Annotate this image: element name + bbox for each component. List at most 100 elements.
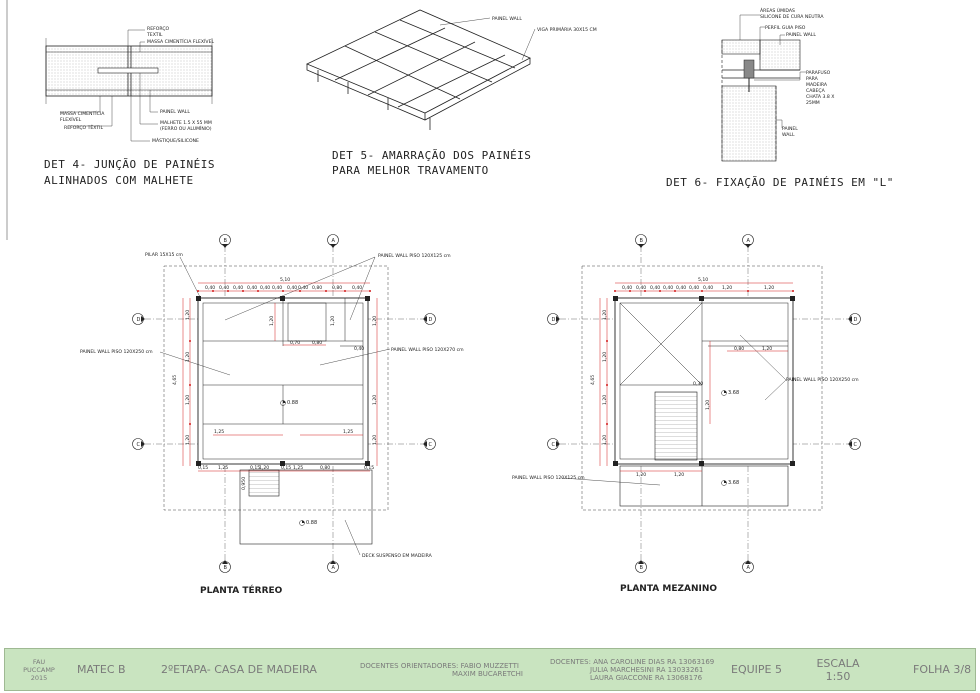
terreo-dim-left-0: 1,20 [185,310,191,320]
terreo-dim-bot-5: 1,25 [293,465,303,471]
title-block-students: DOCENTES: ANA CAROLINE DIAS RA 13063169 … [550,649,730,690]
detail-6: ÁREAS ÚMIDAS SILICONE DE CURA NEUTRA PER… [721,7,834,162]
mez-dim-left-3: 1,20 [602,435,608,445]
mez-dim-top-3: 0,40 [663,285,673,291]
det6-label-parafuso: PARAFUSO [806,70,831,76]
det6-label-wall2: WALL [782,132,795,138]
terreo-dim-mid-left: 1,25 [214,429,224,435]
terreo-dim-bot-2: 0,15 [250,465,260,471]
terreo-level-2: 0.88 [299,520,317,526]
svg-text:C: C [137,442,141,448]
det4-label-massa-bottom: MASSA CIMENTÍCIA [60,110,105,117]
det6-label-25mm: 25MM [806,100,820,106]
axis-marker-left-bottom: C [132,438,145,450]
terreo-dim-bot-4: 0,15 [281,465,291,471]
mez-dim-left-0: 1,20 [602,310,608,320]
terreo-note-painel-270: PAINEL WALL PISO 120X270 cm [391,347,464,353]
mez-dim-top-7: 1,20 [722,285,732,291]
svg-text:A: A [332,565,336,571]
svg-text:A: A [747,565,751,571]
terreo-dim-top-3: 0,40 [247,285,257,291]
mez-dim-top-2: 0,40 [650,285,660,291]
terreo-note-deck: DECK SUSPENSO EM MADEIRA [362,553,433,559]
detail-4: REFORÇO TEXTIL MASSA CIMENTÍCIA FLEXÍVEL… [44,26,215,187]
plan-terreo: B A D C C A B [80,234,464,596]
terreo-dim-bot-1: 1,25 [218,465,228,471]
school-year: 2015 [30,673,48,682]
svg-text:C: C [854,442,858,448]
sheet-number: FOLHA 3/8 [913,663,972,676]
svg-text:D: D [137,317,141,323]
det5-label-viga: VIGA PRIMÁRIA 30X15 CM [537,26,597,33]
svg-text:B: B [640,565,644,571]
terreo-dim-right-2: 1,20 [372,435,378,445]
terreo-dim-right-0: 1,20 [372,316,378,326]
mez-dim-bottom-a: 1,20 [636,472,646,478]
det6-label-cabeca: CABEÇA [806,88,826,94]
terreo-dim-top-0: 0,40 [205,285,215,291]
svg-text:D: D [552,317,556,323]
mezanino-title: PLANTA MEZANINO [620,584,717,594]
det6-label-chata: CHATA 3.8 X [806,94,834,100]
student-2: JULIA MARCHESINI RA 13033261 [590,665,704,674]
svg-text:B: B [640,238,644,244]
terreo-dim-top-9: 0,80 [332,285,342,291]
det4-label-massa-top: MASSA CIMENTÍCIA FLEXÍVEL [147,38,214,45]
course-name: MATEC B [77,663,126,676]
terreo-dim-bot-7: 0,15 [364,465,374,471]
terreo-dim-left-2: 1,20 [185,395,191,405]
terreo-dim-overall: 5,10 [280,277,290,283]
mez-axis-bottom-left: B [635,560,647,573]
det6-label-painel2: PAINEL [782,126,798,132]
advisors-label: DOCENTES ORIENTADORES: [360,661,459,670]
terreo-dim-top-5: 0,40 [272,285,282,291]
det6-label-silicone: SILICONE DE CURA NEUTRA [760,14,824,20]
title-block-scale: ESCALA 1:50 [811,649,865,690]
det6-label-para: PARA [806,76,819,82]
mez-level-1: 3.68 [721,390,739,396]
terreo-dim-mid-right: 1,25 [343,429,353,435]
mez-dim-inner-b: 1,20 [762,346,772,352]
terreo-dim-vert-b: 1,20 [330,316,336,326]
school-campus: PUCCAMP [23,665,55,674]
terreo-dim-top-2: 0,40 [233,285,243,291]
team-name: EQUIPE 5 [731,663,782,676]
terreo-note-painel-250: PAINEL WALL PISO 120X250 cm [80,349,153,355]
mez-axis-left-top: D [547,313,560,325]
terreo-dim-left-total: 4,65 [172,375,178,385]
title-block: FAU PUCCAMP 2015 MATEC B 2ºETAPA- CASA D… [4,648,976,691]
svg-text:3.68: 3.68 [728,480,739,486]
mez-axis-top-right: A [742,234,754,248]
det5-label-painel: PAINEL WALL [492,16,522,22]
title-block-team-cell: EQUIPE 5 [731,649,801,690]
project-stage: 2ºETAPA- CASA DE MADEIRA [161,663,317,676]
terreo-title: PLANTA TÉRREO [200,584,283,596]
axis-marker-top-left: B [219,234,231,248]
student-3: LAURA GIACCONE RA 13068176 [590,673,703,682]
det4-title-line1: DET 4- JUNÇÃO DE PAINÉIS [44,158,215,171]
students-label: DOCENTES: [550,657,591,666]
mez-axis-top-left: B [635,234,647,248]
terreo-dim-bot-3: 1,20 [259,465,269,471]
det4-label-ferro: (FERRO OU ALUMÍNIO) [160,125,212,132]
detail-5 [306,9,536,130]
scale-value: 1:50 [825,669,851,683]
terreo-dim-top-10: 0,40 [352,285,362,291]
mez-dim-top-1: 0,40 [636,285,646,291]
axis-marker-bottom-right: A [327,560,339,573]
terreo-dim-stair: 0,950 [241,477,247,490]
terreo-dim-top-7: 0,40 [298,285,308,291]
svg-text:B: B [224,238,228,244]
terreo-dim-left-3: 1,20 [185,435,191,445]
terreo-dim-top-1: 0,40 [219,285,229,291]
mez-axis-right-top: D [848,313,861,325]
mez-dim-top-5: 0,40 [689,285,699,291]
mez-dim-inner-a: 0,80 [734,346,744,352]
mez-dim-left-total: 4,65 [590,375,596,385]
school-name: FAU [32,657,46,666]
terreo-note-pilar: PILAR 15X15 cm [145,252,183,258]
det6-label-painel: PAINEL WALL [786,32,816,38]
svg-text:A: A [332,238,336,244]
mez-axis-bottom-right: A [742,560,754,573]
mez-note-painel-125: PAINEL WALL PISO 120X125 cm [512,475,585,481]
